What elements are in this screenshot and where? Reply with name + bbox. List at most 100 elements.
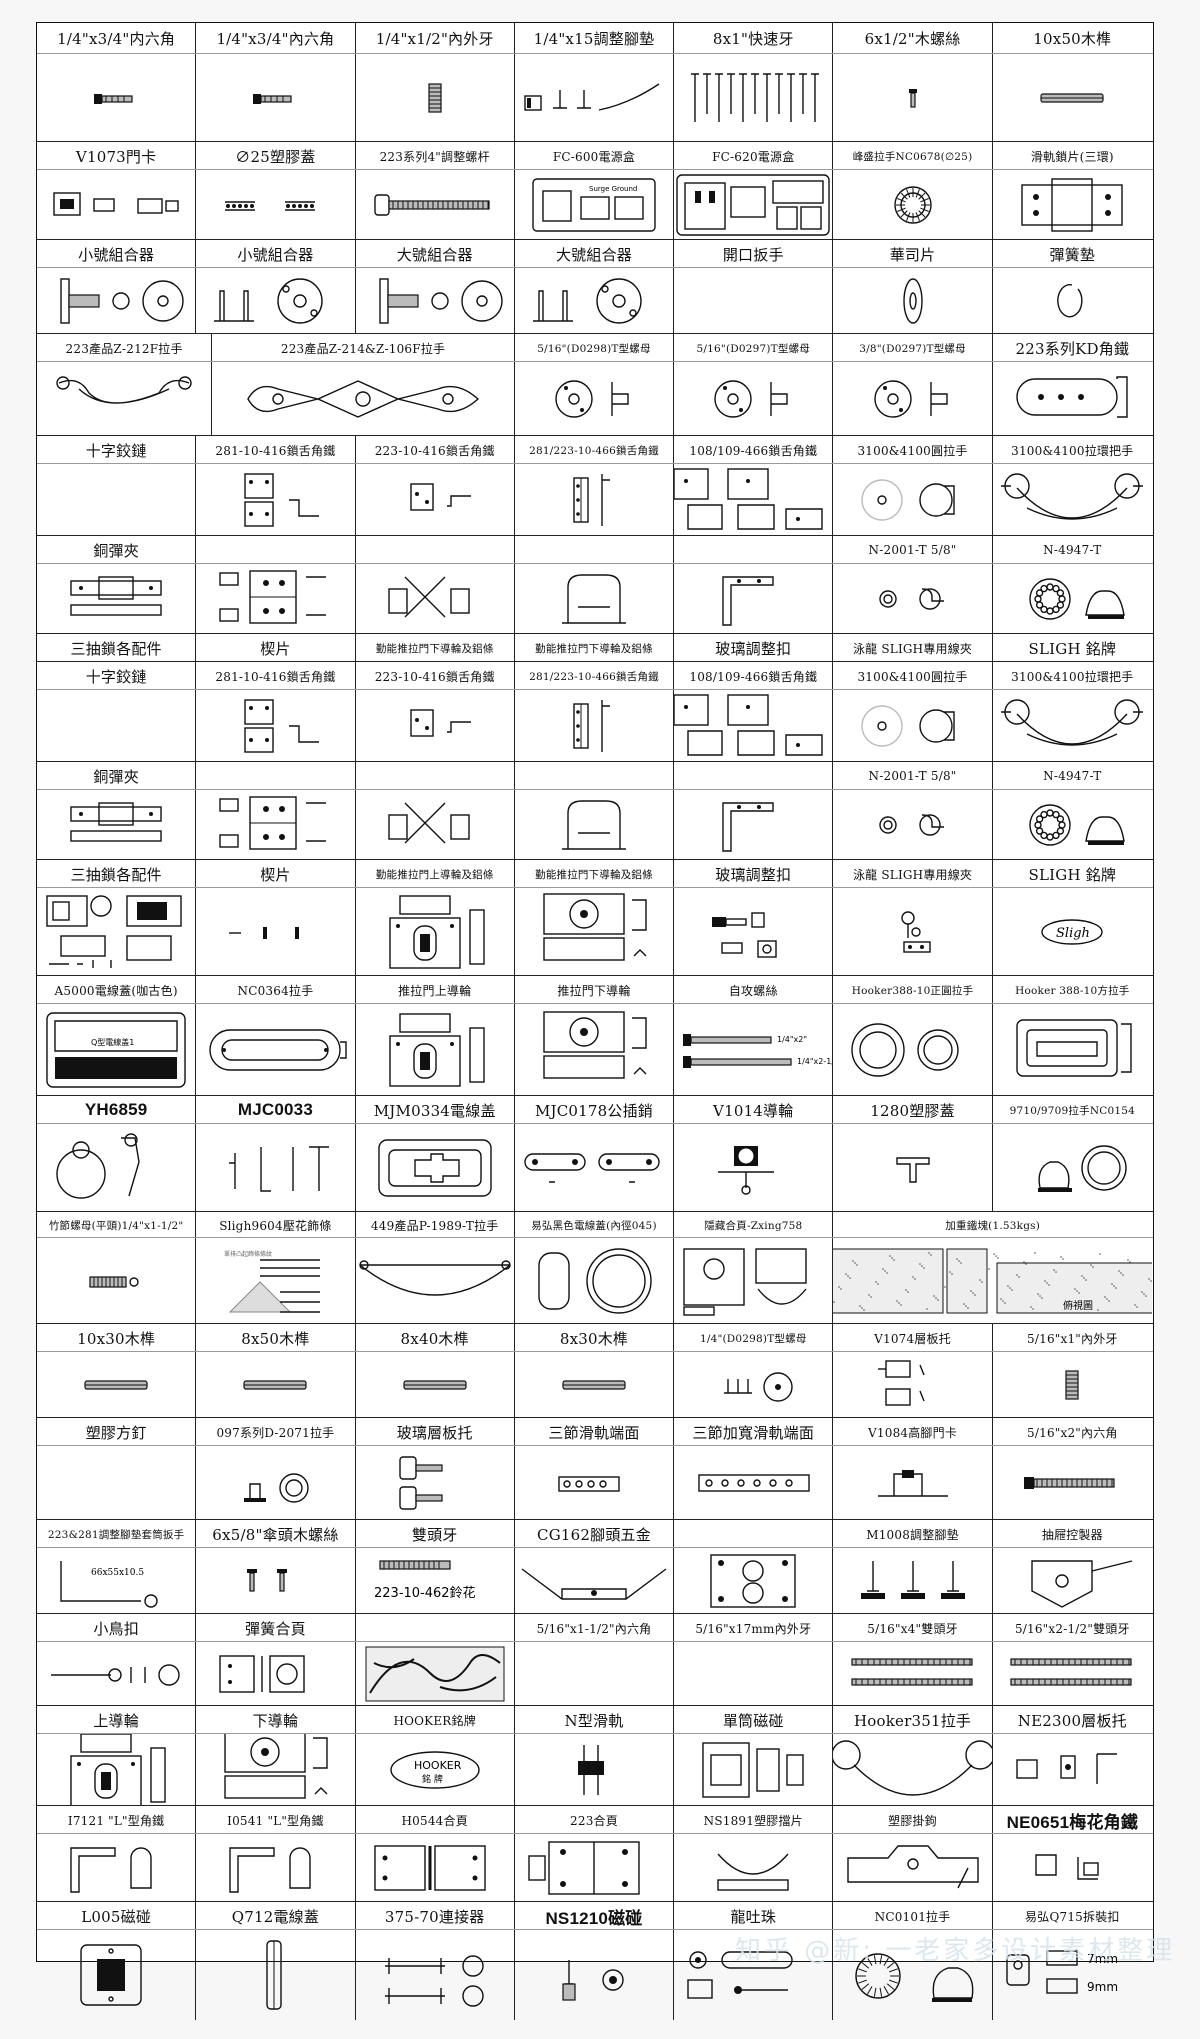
part-drawing (37, 170, 197, 240)
part-label: 5/16"x2"內六角 (1027, 1425, 1118, 1440)
socket2-icon (674, 171, 832, 239)
part-drawing (196, 1446, 356, 1520)
part-drawing (356, 1004, 515, 1096)
part-drawing (356, 464, 515, 536)
magnet-icon (51, 1935, 181, 2015)
part-label: I7121 "L"型角鐵 (37, 1806, 197, 1834)
links-icon (519, 1138, 669, 1198)
bailpull-icon (833, 1735, 992, 1805)
part-drawing (833, 1930, 993, 2020)
part-drawing (196, 564, 356, 634)
part-drawing: 66x55x10.5 (37, 1548, 197, 1614)
part-label: 塑膠掛鉤 (833, 1806, 993, 1834)
part-drawing (674, 790, 834, 860)
connector2-icon (519, 273, 669, 329)
roller-icon (524, 1008, 664, 1092)
part-drawing (674, 464, 834, 536)
lbrackets-icon (51, 1838, 181, 1898)
part-drawing (674, 1238, 834, 1324)
part-label: 223&281調整腳墊套筒扳手 (37, 1520, 197, 1548)
dowel-icon (559, 1377, 629, 1393)
grommet-icon (365, 1132, 505, 1204)
part-label: V1073門卡 (37, 142, 197, 170)
part-label: 隱藏合頁-Zxing758 (674, 1212, 834, 1238)
part-drawing (37, 268, 197, 334)
lbracket-icon (703, 567, 803, 631)
ringpull-icon (41, 1128, 191, 1208)
part-label: 108/109-466鎖舌角鐵 (674, 662, 834, 690)
part-label: Hooker388-10正圓拉手 (833, 976, 993, 1004)
part-label: 單筒磁碰 (674, 1706, 834, 1734)
part-label: L005磁碰 (37, 1902, 197, 1930)
knobs-icon (848, 470, 978, 530)
part-label: FC-600電源盒 (515, 142, 675, 170)
part-label: 楔片 (196, 860, 356, 888)
ubracket-icon (544, 793, 644, 857)
part-label: 推拉門下導輪 (515, 976, 675, 1004)
knob-disc-icon (1012, 1138, 1132, 1198)
dowel-icon (400, 1377, 470, 1393)
part-drawing (515, 690, 675, 762)
part-drawing (37, 1734, 197, 1806)
part-label: Hooker351拉手 (833, 1706, 993, 1734)
part-label: 3100&4100圓拉手 (833, 436, 993, 464)
part-drawing (993, 564, 1152, 634)
ubracket-icon (544, 567, 644, 631)
part-label: 6x1/2"木螺絲 (833, 23, 993, 53)
part-label: MJC0033 (196, 1096, 356, 1124)
barrelnut-icon (66, 1261, 166, 1301)
image-row (37, 267, 1153, 334)
svg-text:HOOKER: HOOKER (414, 1759, 462, 1772)
shortscrews-icon (225, 1561, 325, 1601)
part-drawing (356, 1352, 515, 1418)
part-label: 十字鉸鏈 (37, 436, 197, 464)
part-label: 華司片 (833, 240, 993, 268)
dragon-icon (678, 1940, 828, 2010)
bolt-long-icon (1002, 1468, 1142, 1498)
hinges-icon (365, 1838, 505, 1898)
part-label: MJC0178公插銷 (515, 1096, 675, 1124)
part-drawing (515, 1734, 675, 1806)
part-drawing (674, 564, 834, 634)
part-drawing (196, 1124, 356, 1212)
part-drawing (37, 1124, 197, 1212)
part-label: N型滑軌 (515, 1706, 675, 1734)
part-label: 5/16"x2-1/2"雙頭牙 (1014, 1621, 1130, 1636)
svg-text:9mm: 9mm (1087, 1980, 1118, 1994)
angle1-icon (385, 470, 485, 530)
part-drawing (993, 1734, 1152, 1806)
lockplate-icon (51, 1734, 181, 1806)
part-label (674, 762, 834, 790)
part-drawing (833, 362, 993, 436)
part-drawing (515, 54, 675, 142)
angles2-icon (674, 691, 832, 761)
part-drawing (196, 1834, 356, 1902)
part-label: 大號組合器 (515, 240, 675, 268)
part-label: 375-70連接器 (356, 1902, 515, 1930)
part-drawing (833, 54, 993, 142)
part-drawing (356, 54, 515, 142)
part-label (356, 762, 515, 790)
part-drawing (993, 1352, 1152, 1418)
part-label: 8x1"快速牙 (674, 23, 834, 53)
part-drawing (37, 464, 197, 536)
part-drawing (993, 1642, 1152, 1706)
part-drawing (356, 1642, 515, 1706)
guidewheel-icon (698, 1138, 808, 1198)
angles-icon (215, 696, 335, 756)
part-label: Q712電線蓋 (196, 1902, 356, 1930)
spring-icon (1057, 1365, 1087, 1405)
part-label: 223產品Z-214&Z-106F拉手 (212, 334, 515, 362)
part-label: 5/16"x1-1/2"內六角 (515, 1614, 675, 1642)
part-label: 449產品P-1989-T拉手 (356, 1212, 515, 1238)
moulding-icon: 單排凸起飾條條紋 (220, 1242, 330, 1320)
image-row (37, 361, 1153, 436)
part-label: 抽屜控製器 (1041, 1527, 1103, 1542)
part-label: NE2300層板托 (1017, 1711, 1127, 1730)
part-drawing (196, 170, 356, 240)
svg-text:223-10-462鈴花: 223-10-462鈴花 (374, 1585, 476, 1601)
svg-text:Surge Ground: Surge Ground (589, 185, 637, 193)
